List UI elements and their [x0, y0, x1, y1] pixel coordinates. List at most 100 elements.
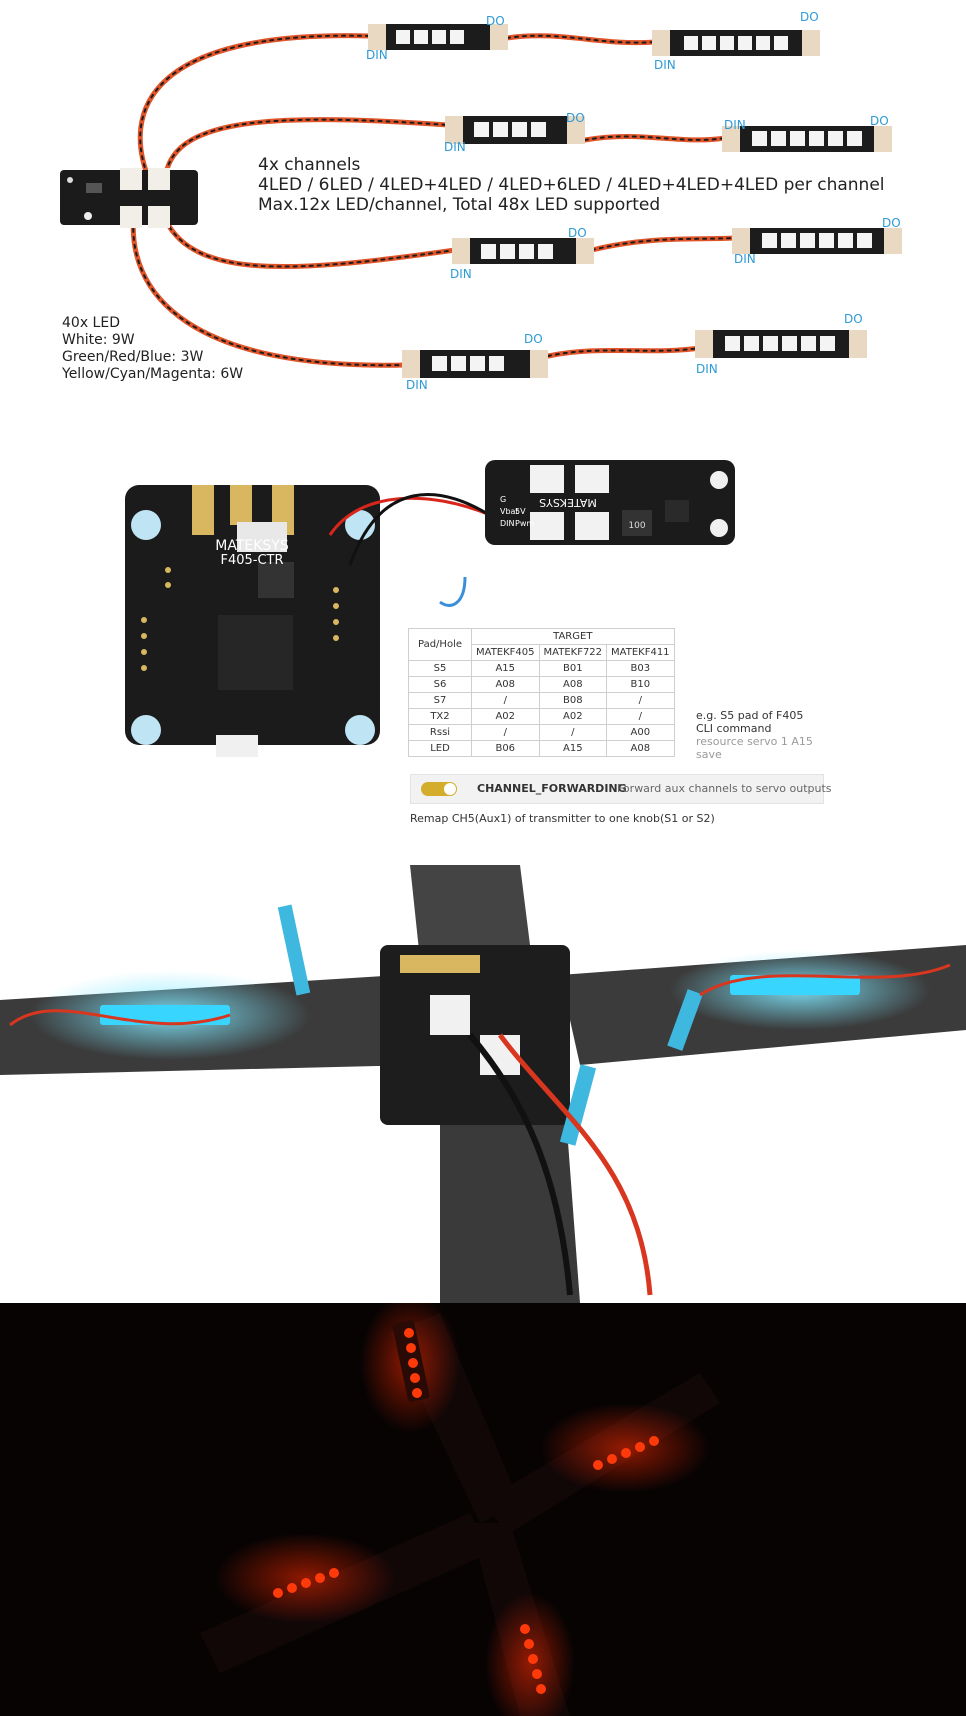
table-cell: /: [471, 692, 540, 709]
do-label: DO: [568, 226, 587, 240]
led-strip: [445, 116, 585, 144]
fc-brand: MATEKSYS: [215, 538, 289, 554]
led-count: 40x LED: [62, 315, 120, 331]
flight-controller-board: MATEKSYS F405-CTR: [125, 485, 380, 757]
do-label: DO: [844, 312, 863, 326]
din-label: DIN: [724, 118, 746, 132]
cli-example: e.g. S5 pad of F405 CLI command resource…: [696, 709, 813, 761]
cli-line-2: CLI command: [696, 722, 772, 735]
led-strip: [368, 24, 508, 50]
red-led-strip: [273, 1568, 339, 1598]
table-row: S7/B08/: [408, 692, 675, 709]
led-strip: [722, 126, 892, 152]
table-row: Rssi//A00: [408, 724, 675, 741]
cli-command: resource servo 1 A15: [696, 735, 813, 748]
din-label: DIN: [450, 267, 472, 281]
target-table: Pad/Hole TARGET MATEKF405 MATEKF722 MATE…: [408, 628, 675, 757]
din-label: DIN: [696, 362, 718, 376]
led-wiring-diagram: DIN DO DIN DO DIN DO DIN DO DIN DO DIN D…: [0, 0, 966, 410]
fc-illustration: MATEKSYS F405-CTR MATEKSYS 100 G Vbat DI…: [125, 460, 735, 757]
fc-model: F405-CTR: [220, 553, 283, 568]
red-led-strip: [520, 1624, 546, 1694]
pad-cell: TX2: [408, 708, 472, 725]
red-led-strip: [392, 1320, 430, 1402]
led-strip-glowing: [100, 1005, 230, 1025]
inductor-label: 100: [628, 521, 645, 531]
pin-pwm: Pwm: [515, 519, 534, 528]
night-photo: [0, 1303, 966, 1716]
table-cell: /: [606, 708, 675, 725]
pad-cell: Rssi: [408, 724, 472, 741]
led-board-brand: MATEKSYS: [539, 496, 597, 509]
table-cell: A02: [538, 708, 608, 725]
table-cell: /: [606, 692, 675, 709]
channel-spec: 4x channels 4LED / 6LED / 4LED+4LED / 4L…: [258, 155, 885, 215]
quad-frame-photo: [0, 865, 966, 1303]
do-label: DO: [870, 114, 889, 128]
power-grb: Green/Red/Blue: 3W: [62, 349, 204, 365]
channels-line: 4x channels: [258, 155, 361, 175]
led-strip: [452, 238, 594, 264]
do-label: DO: [566, 111, 585, 125]
pin-din: DIN: [500, 519, 515, 528]
max-led-line: Max.12x LED/channel, Total 48x LED suppo…: [258, 195, 661, 215]
do-label: DO: [486, 14, 505, 28]
table-cell: A02: [471, 708, 540, 725]
pin-5v: 5V: [515, 507, 526, 516]
din-label: DIN: [444, 140, 466, 154]
remap-note: Remap CH5(Aux1) of transmitter to one kn…: [410, 812, 715, 825]
din-label: DIN: [654, 58, 676, 72]
feature-description: Forward aux channels to servo outputs: [617, 782, 832, 795]
table-cell: A08: [471, 676, 540, 693]
table-cell: B10: [606, 676, 675, 693]
table-cell: B06: [471, 740, 540, 757]
target-header: TARGET: [471, 628, 675, 645]
din-label: DIN: [734, 252, 756, 266]
do-label: DO: [882, 216, 901, 230]
install-photo: [0, 865, 966, 1303]
red-led-photo: [0, 1303, 966, 1716]
table-cell: A00: [606, 724, 675, 741]
led-strip: [402, 350, 548, 378]
do-label: DO: [800, 10, 819, 24]
led-strip: [732, 228, 902, 254]
pin-vbat: Vbat: [500, 507, 519, 516]
cli-line-1: e.g. S5 pad of F405: [696, 709, 804, 722]
pad-header: Pad/Hole: [408, 628, 472, 661]
fc-connection-section: MATEKSYS F405-CTR MATEKSYS 100 G Vbat DI…: [0, 410, 966, 865]
led-strip-glowing: [730, 975, 860, 995]
mcu-header: MATEKF722: [538, 644, 608, 661]
led-hub-board: [60, 168, 198, 228]
red-led-strip: [593, 1436, 659, 1470]
table-cell: B01: [538, 660, 608, 677]
pad-cell: S7: [408, 692, 472, 709]
pad-cell: S5: [408, 660, 472, 677]
table-cell: B08: [538, 692, 608, 709]
mcu-header: MATEKF411: [606, 644, 675, 661]
mcu-header: MATEKF405: [471, 644, 540, 661]
channel-forwarding-row: CHANNEL_FORWARDING Forward aux channels …: [410, 774, 832, 804]
pad-cell: S6: [408, 676, 472, 693]
led-combos-line: 4LED / 6LED / 4LED+4LED / 4LED+6LED / 4L…: [258, 175, 885, 195]
do-label: DO: [524, 332, 543, 346]
feature-name: CHANNEL_FORWARDING: [477, 782, 627, 795]
table-cell: /: [538, 724, 608, 741]
din-label: DIN: [406, 378, 428, 392]
power-ycm: Yellow/Cyan/Magenta: 6W: [62, 366, 244, 382]
led-strip: [652, 30, 820, 56]
table-cell: B03: [606, 660, 675, 677]
channel-forwarding-toggle[interactable]: [421, 782, 457, 796]
din-label: DIN: [366, 48, 388, 62]
led-strip: [695, 330, 867, 358]
toggle-knob: [444, 783, 456, 795]
table-cell: A08: [606, 740, 675, 757]
pad-cell: LED: [408, 740, 472, 757]
table-cell: A15: [471, 660, 540, 677]
table-cell: /: [471, 724, 540, 741]
pin-g: G: [500, 495, 506, 504]
wiring-illustration: [60, 24, 902, 378]
